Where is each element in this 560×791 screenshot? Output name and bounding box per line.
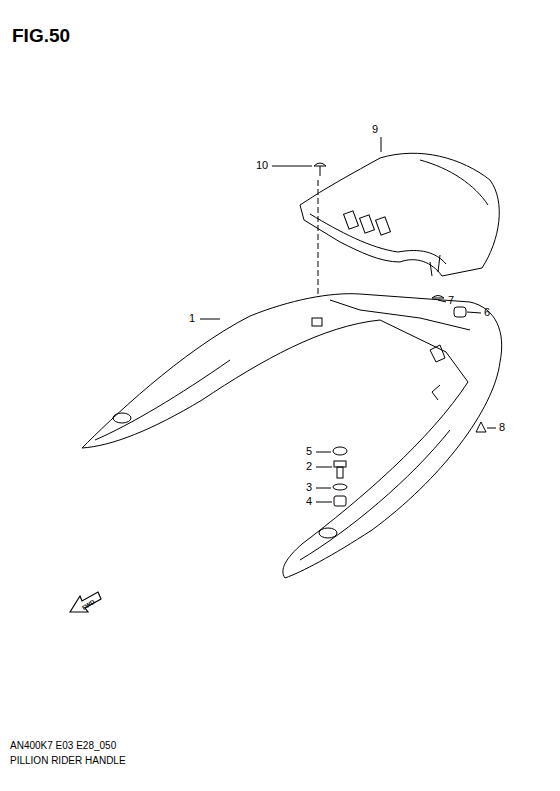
callout-number: 7 (448, 295, 454, 306)
callout-number: 1 (189, 313, 195, 324)
collar (334, 496, 346, 506)
leader-lines (200, 137, 496, 502)
handle-cover (300, 153, 499, 276)
nut (476, 422, 486, 432)
callout-number: 10 (256, 160, 268, 171)
screw (314, 163, 326, 176)
grommet (454, 307, 466, 317)
diagram-caption: PILLION RIDER HANDLE (10, 756, 126, 766)
callout-number: 2 (306, 461, 312, 472)
callout-number: 6 (484, 307, 490, 318)
diagram-code: AN400K7 E03 E28_050 (10, 741, 116, 751)
callout-number: 4 (306, 496, 312, 507)
callout-number: 8 (499, 422, 505, 433)
callout-number: 5 (306, 446, 312, 457)
pillion-handle (82, 294, 502, 578)
figure-title: FIG.50 (12, 26, 70, 45)
callout-number: 3 (306, 482, 312, 493)
cap (333, 447, 347, 455)
forward-arrow (70, 592, 101, 612)
callout-number: 9 (372, 124, 378, 135)
washer (333, 484, 347, 490)
bolt (334, 461, 346, 478)
screw (432, 296, 444, 299)
